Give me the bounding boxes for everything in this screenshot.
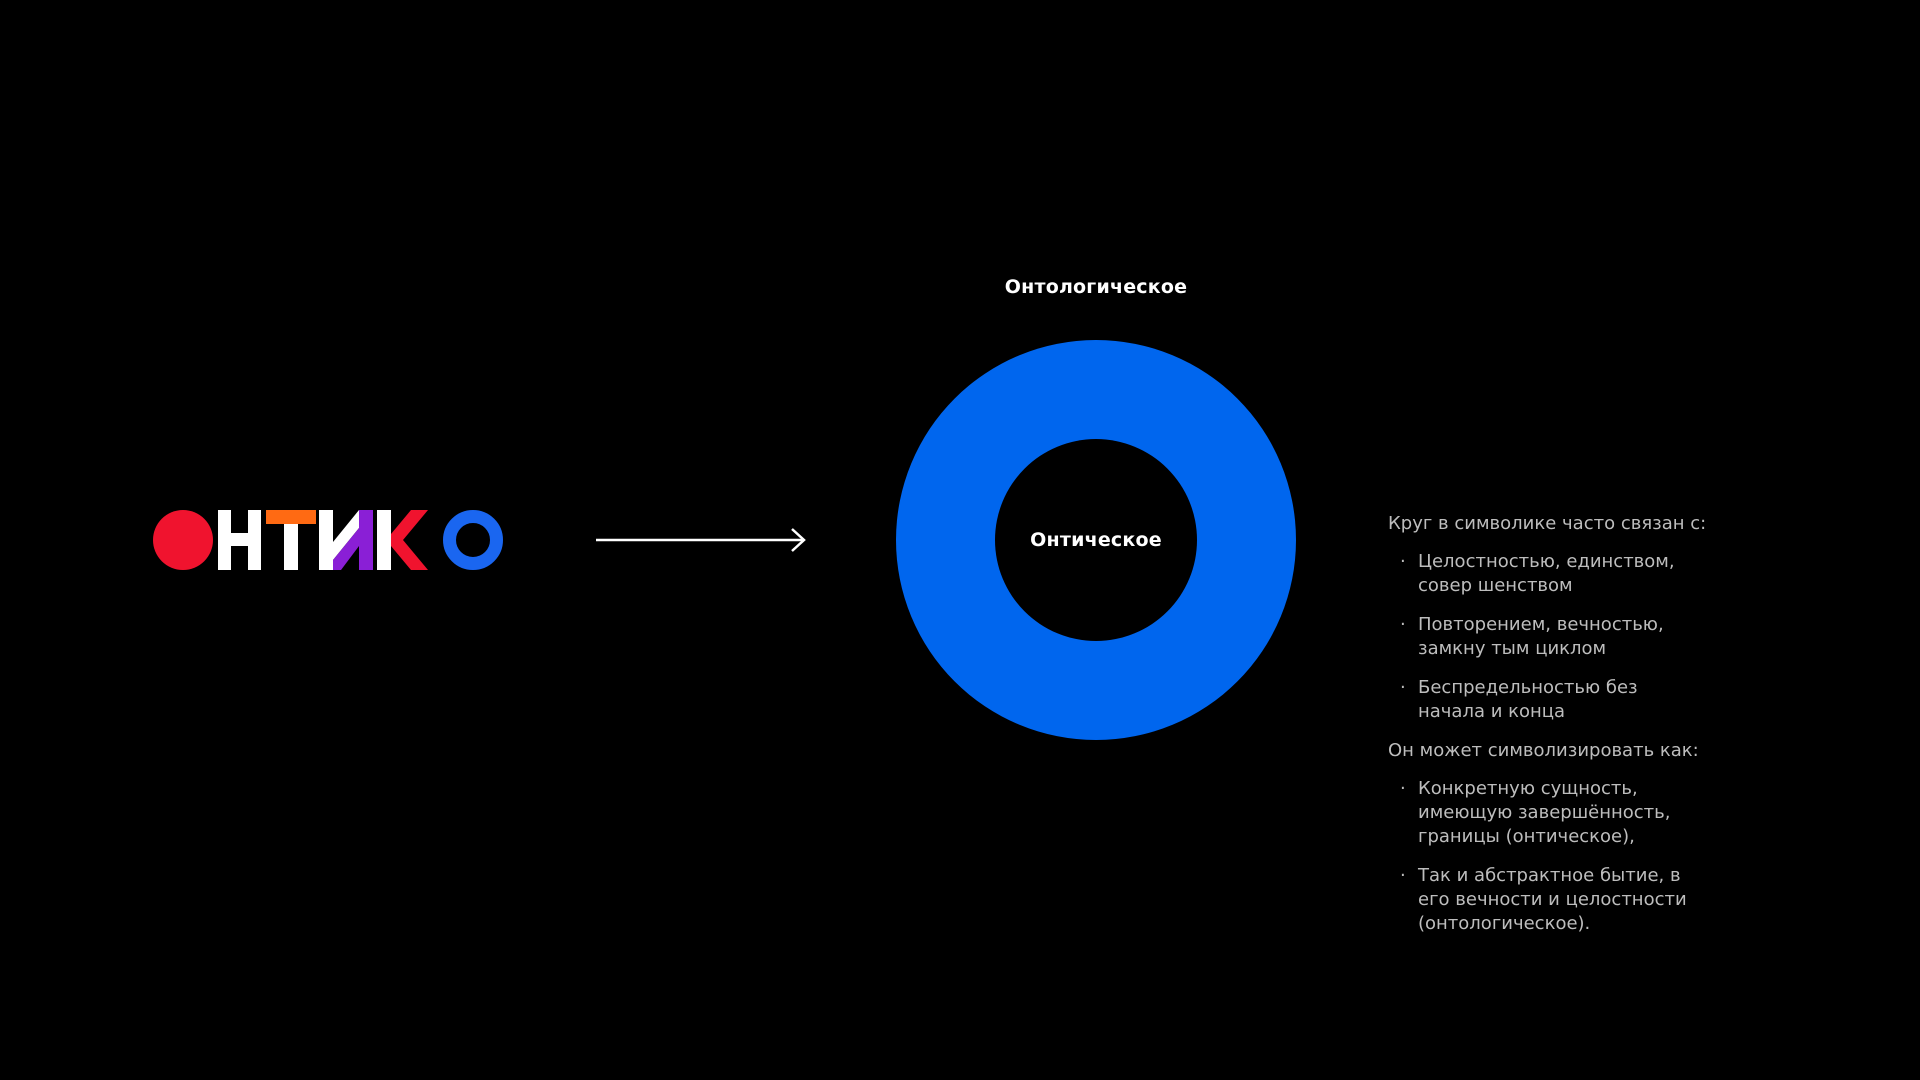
logo-letter-o [443, 510, 503, 570]
list-item: ·Так и абстрактное бытие, в его вечности… [1400, 865, 1687, 934]
list-item: ·Конкретную сущность, имеющую завершённо… [1400, 778, 1671, 847]
bullet-icon: · [1400, 551, 1406, 572]
ontiko-logo [153, 510, 503, 570]
bullet-icon: · [1400, 614, 1406, 635]
intro-paragraph-2: Он может символизировать как: [1388, 740, 1699, 761]
outer-ring-label: Онтологическое [1004, 276, 1188, 298]
description-text: Круг в символике часто связан с: ·Целост… [1388, 512, 1758, 951]
bullet-icon: · [1400, 677, 1406, 698]
inner-circle: Онтическое [995, 439, 1197, 641]
bullet-icon: · [1400, 865, 1406, 886]
list-item: ·Беспредельностью без начала и конца [1400, 677, 1638, 722]
list-item: ·Повторением, вечностью, замкну тым цикл… [1400, 614, 1664, 659]
bullet-list-1: ·Целостностью, единством, совер шенством… [1388, 550, 1758, 724]
ontiko-logo-mark [153, 510, 503, 570]
logo-dot [153, 510, 213, 570]
list-item: ·Целостностью, единством, совер шенством [1400, 551, 1675, 596]
logo-letter-n [218, 510, 261, 570]
logo-letter-t [266, 510, 316, 570]
logo-letter-k [377, 510, 428, 570]
logo-letter-i [319, 510, 373, 570]
bullet-list-2: ·Конкретную сущность, имеющую завершённо… [1388, 777, 1758, 936]
inner-circle-label: Онтическое [1030, 529, 1162, 551]
bullet-icon: · [1400, 778, 1406, 799]
arrow-right-icon [594, 524, 808, 556]
intro-paragraph-1: Круг в символике часто связан с: [1388, 513, 1707, 534]
concentric-circle-diagram: Онтическое [896, 340, 1296, 740]
